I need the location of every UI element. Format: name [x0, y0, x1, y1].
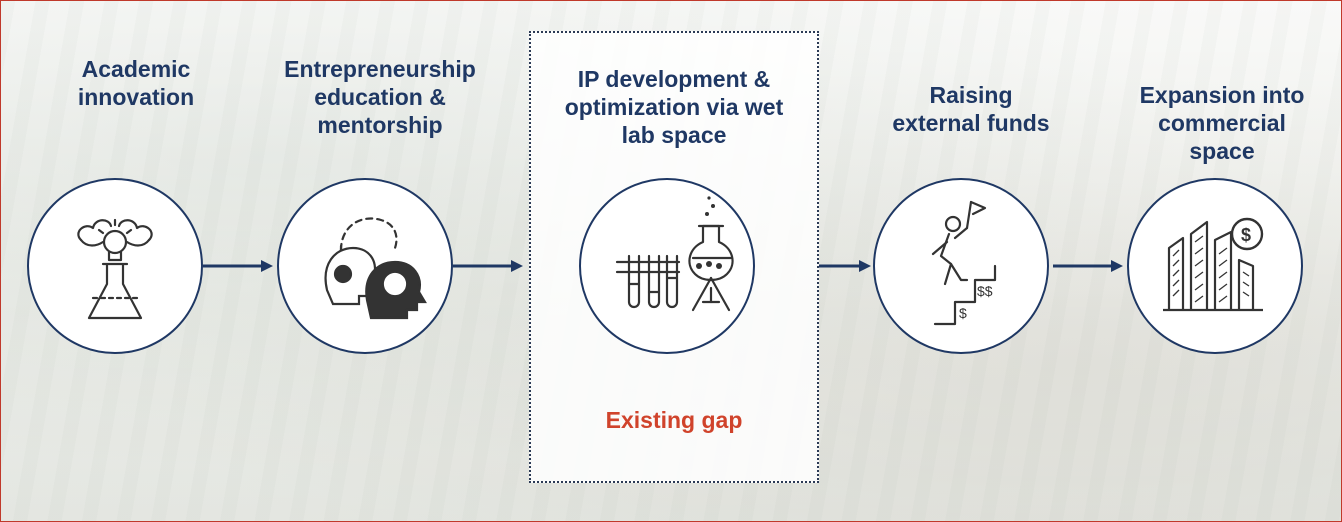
stage-circle-academic-innovation: [27, 178, 203, 354]
buildings-dollar-icon: $: [1163, 217, 1264, 312]
stage-circle-commercial-space: $: [1127, 178, 1303, 354]
climbing-stairs-flag-icon: $ $$: [931, 200, 997, 326]
stage-title-ip-development: IP development & optimization via wet la…: [564, 66, 784, 148]
svg-text:$$: $$: [977, 283, 993, 299]
lab-test-tubes-icon: [615, 196, 734, 312]
stage-title-raising-funds: Raising external funds: [892, 82, 1050, 136]
stage-title-academic-innovation: Academic innovation: [77, 56, 195, 110]
svg-text:$: $: [1241, 225, 1251, 245]
stage-title-entrepreneurship: Entrepreneurship education & mentorship: [284, 56, 476, 138]
stage-circle-raising-funds: $ $$: [873, 178, 1049, 354]
mentoring-heads-icon: [324, 217, 427, 320]
lightbulb-flask-icon: [77, 218, 153, 320]
stage-circle-ip-development: [579, 178, 755, 354]
stage-title-commercial-space: Expansion into commercial space: [1139, 82, 1305, 164]
existing-gap-label: Existing gap: [605, 407, 743, 433]
stage-circle-mentorship: [277, 178, 453, 354]
svg-text:$: $: [959, 305, 967, 321]
